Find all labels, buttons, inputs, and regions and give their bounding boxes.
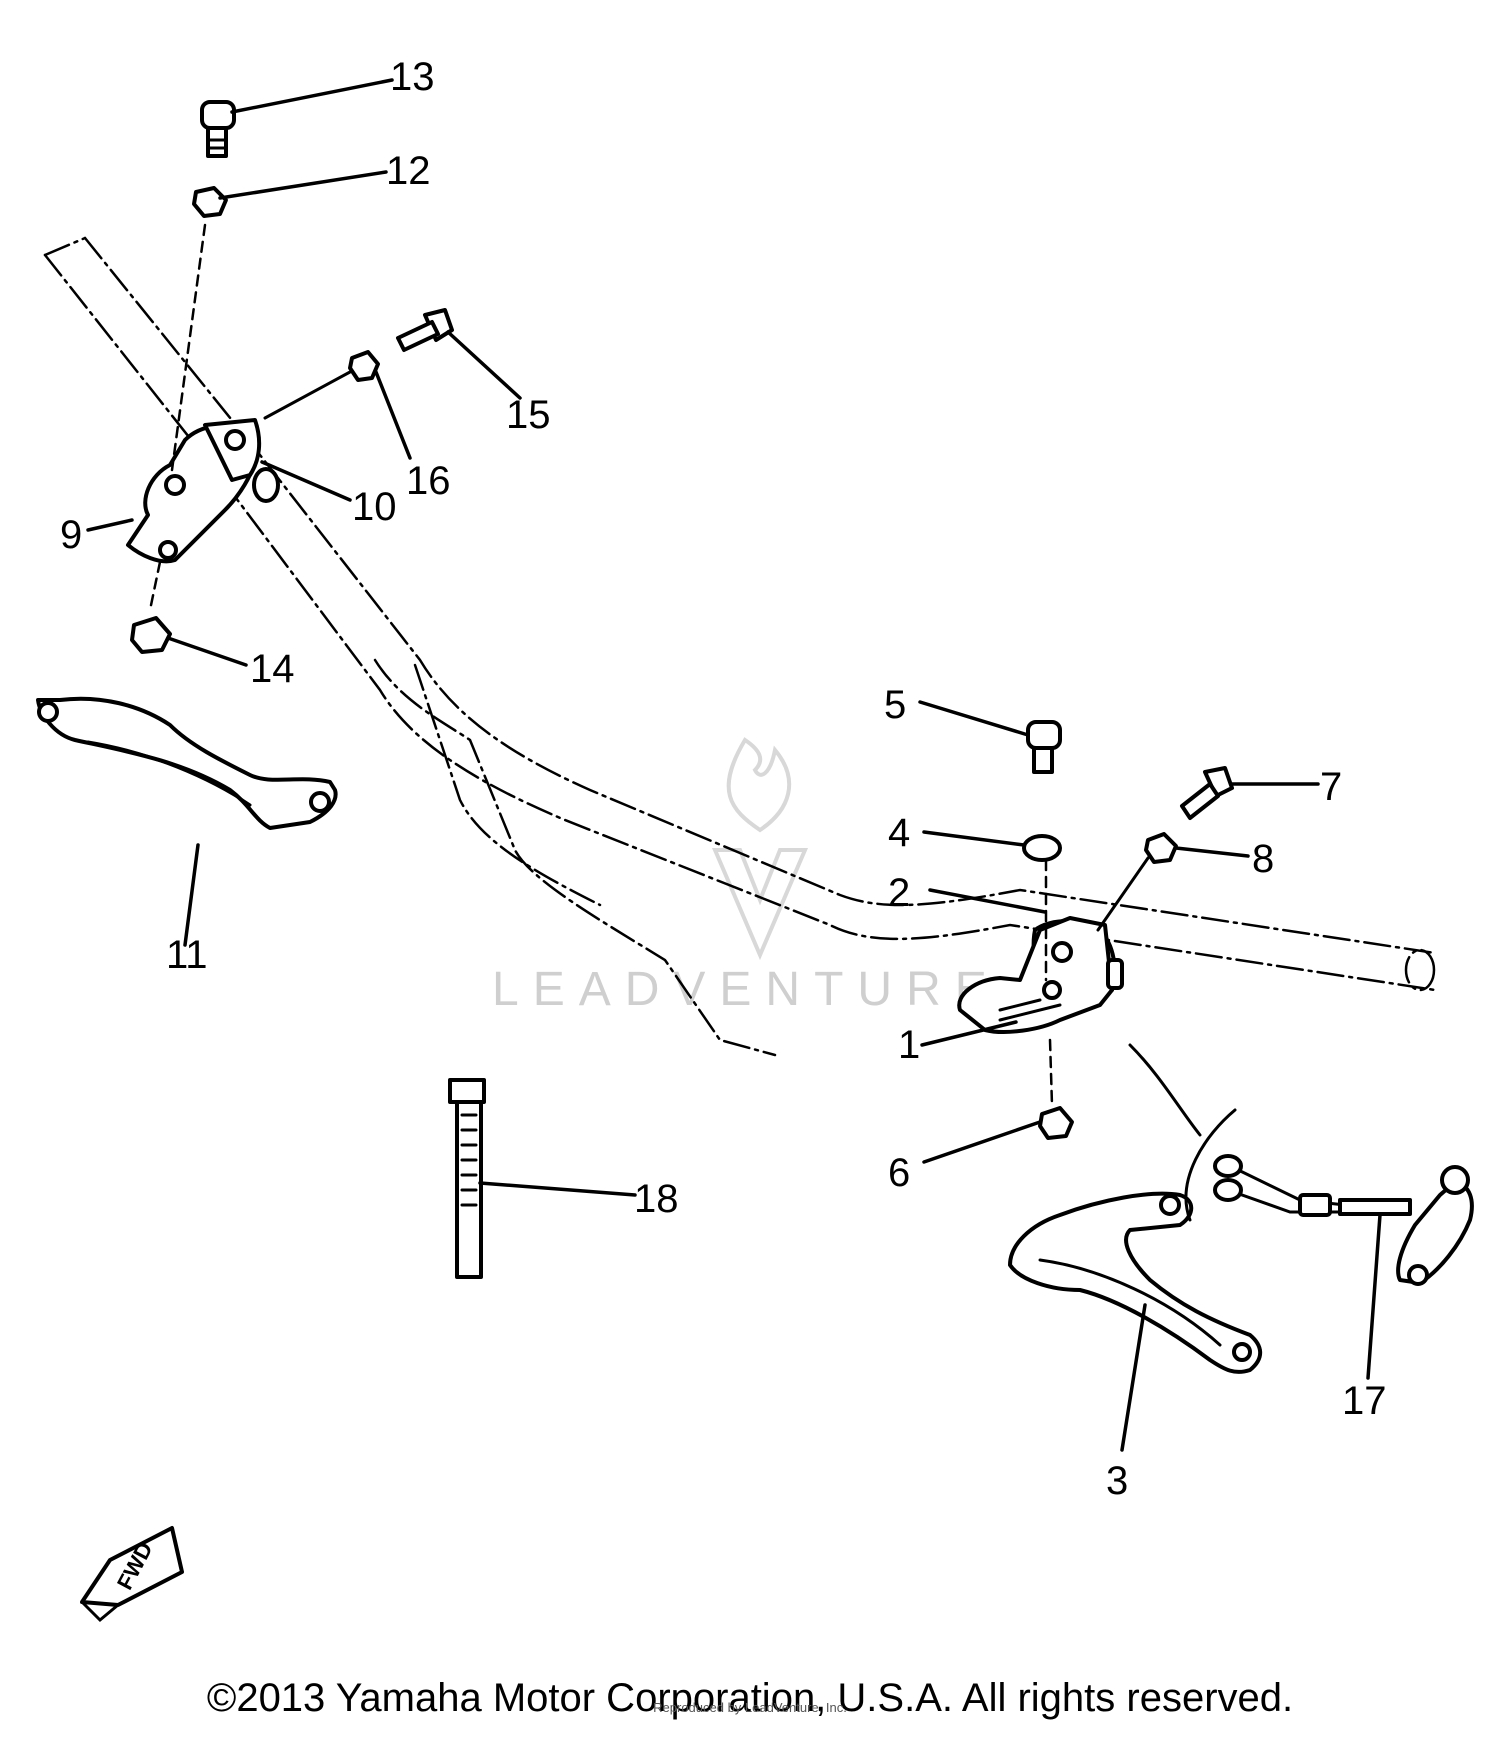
bolt-7 [1180, 766, 1234, 820]
callout-8: 8 [1252, 837, 1274, 881]
nut-6 [1038, 1106, 1074, 1140]
callout-9: 9 [60, 513, 82, 557]
handlebar [43, 236, 1437, 1057]
left-pinch-line [263, 370, 352, 420]
nut-12 [192, 186, 228, 218]
nut-14 [130, 616, 172, 654]
callout-10: 10 [352, 485, 397, 529]
cable-tie-18 [448, 1078, 486, 1279]
callout-4: 4 [888, 811, 910, 855]
copyright-notice: ©2013 Yamaha Motor Corporation, U.S.A. A… [206, 1676, 1294, 1720]
callout-7: 7 [1320, 765, 1342, 809]
callout-2: 2 [888, 871, 910, 915]
left-lever [36, 696, 338, 830]
bolt-13 [200, 100, 236, 158]
callout-14: 14 [250, 647, 295, 691]
callout-1: 1 [898, 1023, 920, 1067]
right-lever [1008, 1191, 1263, 1374]
callout-15: 15 [506, 393, 551, 437]
bolt-5 [1026, 720, 1062, 774]
callout-6: 6 [888, 1151, 910, 1195]
fwd-direction-marker: FWD [80, 1526, 184, 1623]
watermark-logo: LEADVENTURE [492, 737, 1001, 1016]
callout-5: 5 [884, 683, 906, 727]
washer-4 [1022, 834, 1062, 862]
callout-18: 18 [634, 1177, 679, 1221]
callouts: 1 2 3 4 5 6 7 8 9 10 11 12 13 14 15 16 1… [60, 55, 1387, 1503]
callout-3: 3 [1106, 1459, 1128, 1503]
switch-assembly [1128, 1043, 1474, 1286]
reproduction-notice: Reproduced by LeadVenture, Inc. [653, 1700, 847, 1715]
watermark-text: LEADVENTURE [492, 963, 1001, 1016]
callout-16: 16 [406, 459, 451, 503]
right-pinch-line [1096, 856, 1150, 932]
left-clamp [126, 418, 280, 564]
callout-13: 13 [390, 55, 435, 99]
left-bolt-axis [170, 223, 207, 472]
callout-11: 11 [166, 933, 208, 977]
callout-12: 12 [386, 149, 431, 193]
callout-17: 17 [1342, 1379, 1387, 1423]
nut-16 [348, 350, 380, 382]
right-nut-axis [1048, 1038, 1054, 1107]
nut-8 [1144, 832, 1178, 864]
right-clamp [957, 916, 1124, 1034]
leader-lines [86, 78, 1382, 1452]
left-nut-axis [148, 560, 162, 612]
bolt-15 [396, 308, 454, 352]
